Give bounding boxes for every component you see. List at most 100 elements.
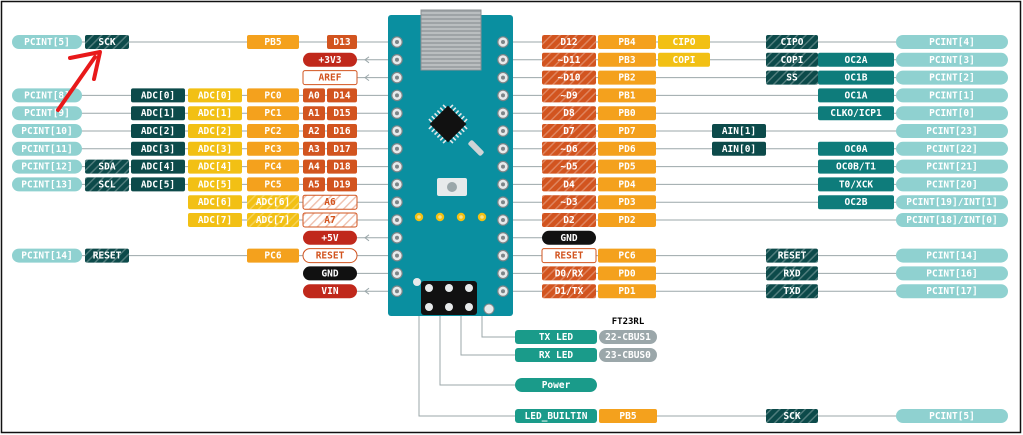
right-d9-cell-2: OC1A (818, 88, 894, 103)
left-row-aref: AREF (302, 70, 358, 86)
left-d16-cell-4-text: A2 (308, 126, 319, 137)
left-a7-cell-2-text: A7 (324, 215, 335, 226)
left-d19-cell-6-text: D19 (333, 179, 350, 190)
right-d10-cell-1-text: PB2 (618, 73, 635, 84)
right-d9-cell-2-text: OC1A (845, 90, 868, 101)
right-d7-cell-0-text: D7 (563, 126, 574, 137)
left-d18-cell-5-text: A4 (308, 162, 320, 173)
left-5v-cell-0-text: +5V (321, 233, 338, 244)
left-aref-cell-0-text: AREF (319, 73, 342, 84)
right-d10-cell-3: OC1B (818, 70, 894, 85)
left-row-vin: VIN (303, 284, 357, 299)
left-d17-cell-2-text: ADC[3] (198, 144, 232, 155)
right-d10-cell-4-text: PCINT[2] (929, 73, 975, 84)
right-row-d7: D7 PD7 AIN[1] PCINT[23] (542, 124, 1008, 138)
left-reset-cell-3-text: RESET (316, 251, 345, 262)
left-a6-cell-1-text: ADC[6] (256, 197, 290, 208)
right-d8-cell-0: D8 (542, 106, 596, 121)
right-d11-cell-4: OC2A (818, 52, 894, 67)
right-d5-cell-3: PCINT[21] (896, 159, 1008, 174)
right-d3-cell-2: OC2B (818, 195, 894, 210)
right-d7-cell-3-text: PCINT[23] (926, 126, 977, 137)
left-d18-cell-3-text: ADC[4] (198, 162, 232, 173)
right-d6-cell-4-text: PCINT[22] (926, 144, 977, 155)
right-d6-cell-4: PCINT[22] (896, 141, 1008, 156)
left-gnd-cell-0: GND (303, 266, 357, 281)
left-d17-cell-0-text: PCINT[11] (21, 144, 72, 155)
right-d7-cell-1-text: PD7 (618, 126, 635, 137)
right-d8-cell-3: PCINT[0] (896, 106, 1008, 121)
left-d15-cell-5-text: D15 (333, 108, 350, 119)
crystal (468, 140, 484, 156)
power-label: Power (542, 380, 571, 391)
right-d6-cell-2-text: AIN[0] (722, 144, 756, 155)
right-d0-cell-2: RXD (766, 266, 818, 281)
left-d14-cell-4: A0 (303, 88, 325, 103)
right-d4-cell-2: T0/XCK (818, 177, 894, 192)
right-d0-cell-3: PCINT[16] (896, 266, 1008, 281)
led-builtin-sck: SCK (783, 411, 800, 422)
left-d15-cell-0: PCINT[9] (12, 106, 82, 121)
right-d1-cell-3: PCINT[17] (896, 284, 1008, 299)
left-d19-cell-3: ADC[5] (188, 177, 242, 192)
left-d18-cell-6-text: D18 (333, 162, 350, 173)
left-d19-cell-0: PCINT[13] (12, 177, 82, 192)
right-d11-cell-3-text: COPI (781, 55, 804, 66)
left-d15-cell-2-text: ADC[1] (198, 108, 232, 119)
left-d19-cell-4: PC5 (247, 177, 299, 192)
left-d18-cell-5: A4 (303, 159, 325, 174)
right-reset-cell-1-text: PC6 (618, 251, 635, 262)
rx-led-label: RX LED (539, 350, 574, 361)
left-d15-cell-1-text: ADC[1] (141, 108, 175, 119)
right-d3-cell-1: PD3 (598, 195, 656, 210)
left-d18-cell-1-text: SDA (98, 162, 115, 173)
right-reset-cell-0: RESET (541, 248, 597, 264)
right-d4-cell-2-text: T0/XCK (839, 179, 874, 190)
left-a6-cell-2-text: A6 (324, 197, 336, 208)
left-d17-cell-1-text: ADC[3] (141, 144, 175, 155)
right-d7-cell-2-text: AIN[1] (722, 126, 756, 137)
left-d14-cell-1: ADC[0] (131, 88, 185, 103)
left-gnd-cell-0-text: GND (321, 268, 338, 279)
left-d15-cell-3: PC1 (247, 106, 299, 121)
usb-connector (420, 9, 482, 71)
icsp-header (421, 281, 477, 315)
right-d12-cell-1: PB4 (598, 35, 656, 49)
left-a7-cell-1-text: ADC[7] (256, 215, 290, 226)
left-d19-cell-5-text: A5 (308, 179, 320, 190)
right-d6-cell-1-text: PD6 (618, 144, 635, 155)
pcb (388, 15, 513, 316)
left-a6-cell-2: A6 (302, 194, 358, 210)
ft23rl-title: FT23RL (612, 317, 645, 327)
left-d14-cell-5-text: D14 (333, 90, 350, 101)
right-d1-cell-0-text: D1/TX (555, 286, 584, 297)
right-gnd-cell-0-text: GND (560, 233, 577, 244)
mcu-chip (428, 104, 468, 144)
left-d16-cell-1: ADC[2] (131, 124, 185, 138)
right-d11-cell-0-text: ~D11 (558, 55, 581, 66)
left-reset-cell-1: RESET (85, 248, 129, 263)
right-d11-cell-5: PCINT[3] (896, 52, 1008, 67)
right-d6-cell-3: OC0A (818, 141, 894, 156)
left-d13-cell-1-text: SCK (98, 37, 115, 48)
right-d2-cell-2-text: PCINT[18]/INT[0] (906, 215, 998, 226)
right-d5-cell-1: PD5 (598, 159, 656, 174)
left-a7-cell-0-text: ADC[7] (198, 215, 232, 226)
left-d18-cell-4-text: PC4 (264, 162, 281, 173)
left-d14-cell-4-text: A0 (308, 90, 320, 101)
left-5v-cell-0: +5V (303, 230, 357, 245)
right-d6-cell-0-text: ~D6 (560, 144, 577, 155)
right-d5-cell-0: ~D5 (542, 159, 596, 174)
left-d13-cell-3-text: D13 (333, 37, 350, 48)
bottom-labels: FT23RL TX LED 22-CBUS1 RX LED 23-CBUS0 P… (515, 317, 1008, 423)
right-d4-cell-3: PCINT[20] (896, 177, 1008, 192)
left-d14-cell-3: PC0 (247, 88, 299, 103)
left-a6-cell-1: ADC[6] (247, 195, 299, 210)
red-arrow-icon (56, 50, 102, 112)
